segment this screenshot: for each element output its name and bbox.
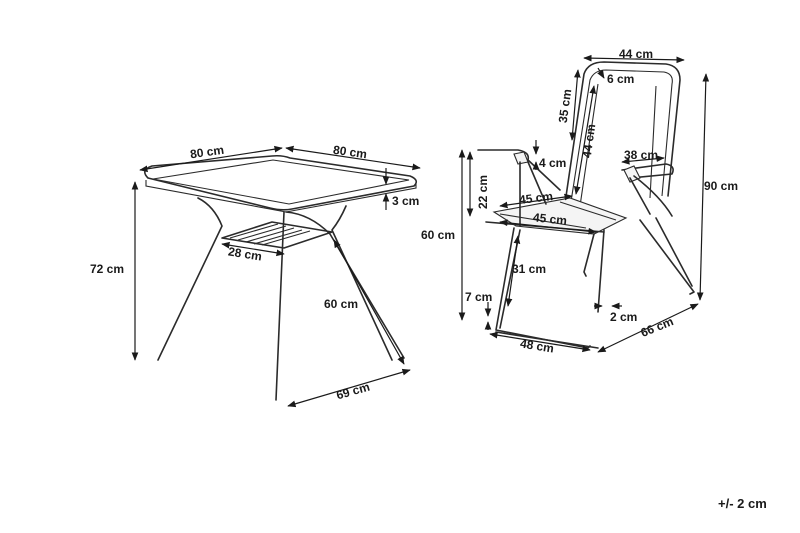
table-leg-label: 60 cm <box>324 297 359 311</box>
chair-leg-height-dim <box>505 235 521 307</box>
table-dimension-lines <box>131 145 421 408</box>
chair-seat-width-front-label: 45 cm <box>532 210 568 228</box>
chair-armrest-step-label: 4 cm <box>539 156 567 170</box>
table-drawing <box>144 154 418 401</box>
chair-seat-width-back-dim <box>499 193 573 209</box>
table-top-width-front-dim <box>139 145 283 173</box>
chair-width-dim <box>489 331 591 353</box>
chair-depth-dim <box>597 303 699 353</box>
chair-total-height-label: 90 cm <box>704 179 739 193</box>
chair-back-top-label: 6 cm <box>607 72 635 86</box>
chair-foot-offset-label: 2 cm <box>610 310 638 324</box>
chair-dimension-lines <box>458 54 710 353</box>
chair-armrest-length-label: 38 cm <box>624 148 659 162</box>
chair-seat-width-front-dim <box>499 219 597 235</box>
chair-back-width-dim <box>583 54 685 64</box>
chair-back-height-dim <box>573 85 597 195</box>
table-leg-dim <box>333 239 405 365</box>
chair-back-width-label: 44 cm <box>619 47 654 61</box>
chair-total-height-dim <box>696 73 710 301</box>
chair-leg-height-label: 31 cm <box>512 262 547 276</box>
chair-foot-height-label: 7 cm <box>465 290 493 304</box>
chair-seat-height-label: 60 cm <box>421 228 456 242</box>
table-base-diagonal-dim <box>287 368 411 408</box>
table-height-label: 72 cm <box>90 262 125 276</box>
chair-armrest-length-dim <box>621 155 665 165</box>
chair-back-upper-dim <box>569 69 581 141</box>
table-top-width-side-dim <box>285 145 421 171</box>
chair-armrest-height-label: 22 cm <box>476 174 491 210</box>
tolerance-note: +/- 2 cm <box>718 496 767 511</box>
table-shelf-dim <box>221 241 285 257</box>
chair-back-top-dim <box>597 67 605 79</box>
table-thickness-label: 3 cm <box>392 194 420 208</box>
